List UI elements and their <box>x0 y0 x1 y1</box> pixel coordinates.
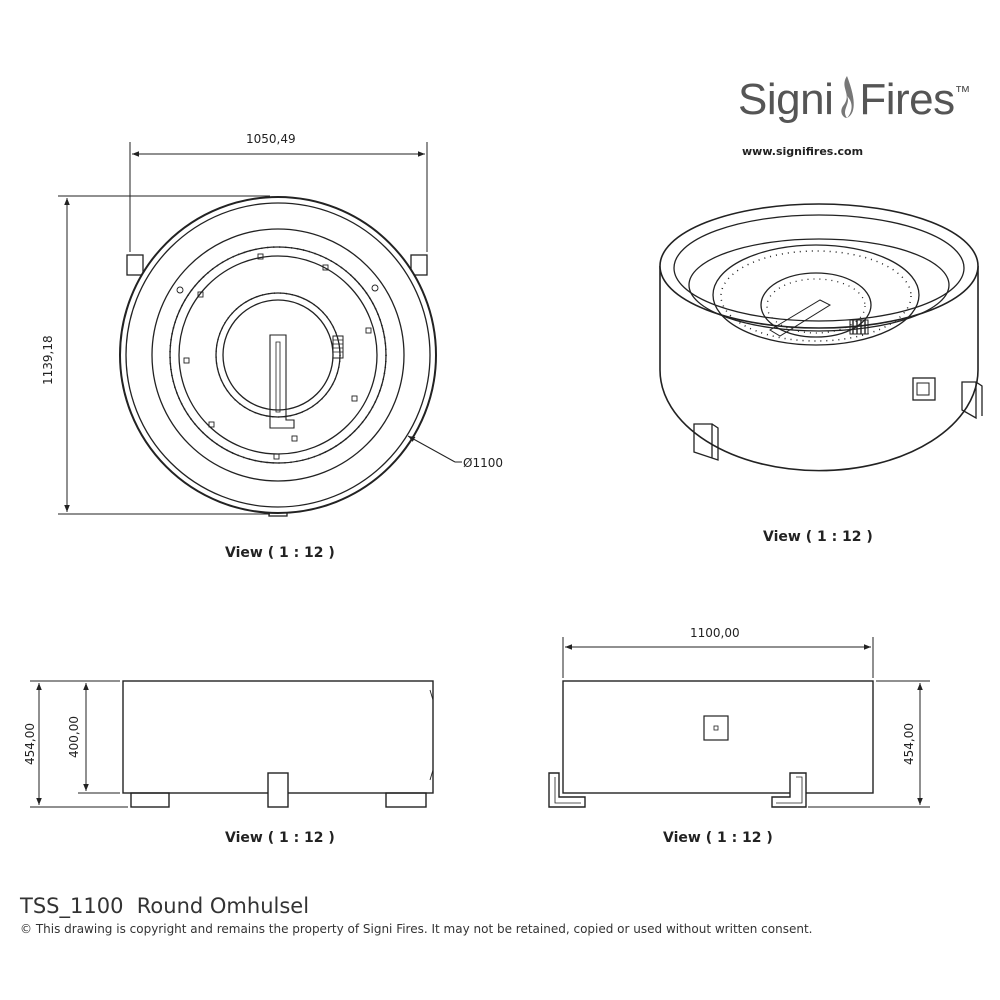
flame-icon <box>841 76 855 118</box>
brand-logo: Signi Fires™ <box>738 74 971 125</box>
top-view-dimensions <box>58 142 462 515</box>
top-view-diameter-dim: Ø1100 <box>463 456 503 470</box>
front-view-height-dim: 454,00 <box>902 723 916 765</box>
side-view-body-height-dim: 400,00 <box>67 716 81 758</box>
side-view-label: View ( 1 : 12 ) <box>225 830 335 846</box>
iso-view-foot-right <box>961 381 983 420</box>
front-view-foot-right <box>771 772 807 808</box>
side-view-total-height-dim: 454,00 <box>23 723 37 765</box>
iso-view-foot-front <box>693 423 719 461</box>
side-view <box>122 680 434 808</box>
iso-view-burner-slot <box>769 299 832 337</box>
front-view-dimensions <box>562 637 930 808</box>
front-view-label: View ( 1 : 12 ) <box>663 830 773 846</box>
top-view-burner-slot <box>269 334 295 429</box>
brand-name-right: Fires <box>859 75 955 124</box>
brand-website: www.signifires.com <box>742 145 864 158</box>
top-view-connector-block <box>332 335 344 359</box>
iso-view <box>659 203 983 472</box>
copyright-notice: © This drawing is copyright and remains … <box>20 922 813 936</box>
front-view-vent <box>703 715 729 741</box>
front-view <box>548 680 874 808</box>
top-view-height-dim: 1139,18 <box>41 335 55 385</box>
brand-trademark: ™ <box>954 84 971 101</box>
iso-view-label: View ( 1 : 12 ) <box>763 529 873 545</box>
top-view-label: View ( 1 : 12 ) <box>225 545 335 561</box>
iso-view-connector <box>849 319 869 335</box>
top-view <box>119 196 437 517</box>
top-view-tab-right <box>410 254 428 276</box>
iso-view-center-ring <box>760 272 872 338</box>
top-view-width-dim: 1050,49 <box>246 132 296 146</box>
front-view-body <box>562 680 874 794</box>
top-view-outer-ring <box>119 196 437 514</box>
side-view-dimensions <box>30 680 128 808</box>
side-view-foot-left <box>130 792 170 808</box>
iso-view-top-rim <box>659 203 979 329</box>
iso-view-inner-step <box>688 238 950 332</box>
iso-view-rim-inner <box>673 214 965 322</box>
top-view-tab-left <box>126 254 144 276</box>
side-view-foot-center <box>267 772 289 808</box>
top-view-mid-ring <box>151 228 405 482</box>
front-view-foot-left <box>548 772 586 808</box>
front-view-width-dim: 1100,00 <box>690 626 740 640</box>
iso-view-vent <box>912 377 936 401</box>
drawing-title: TSS_1100 Round Omhulsel <box>20 894 310 918</box>
side-view-foot-right <box>385 792 427 808</box>
top-view-burner-slot-inner <box>275 341 281 413</box>
iso-view-burner-ring <box>712 244 920 346</box>
brand-name-left: Signi <box>738 75 834 124</box>
top-view-bolts <box>176 253 379 460</box>
top-view-outer-ring-inner <box>125 202 431 508</box>
